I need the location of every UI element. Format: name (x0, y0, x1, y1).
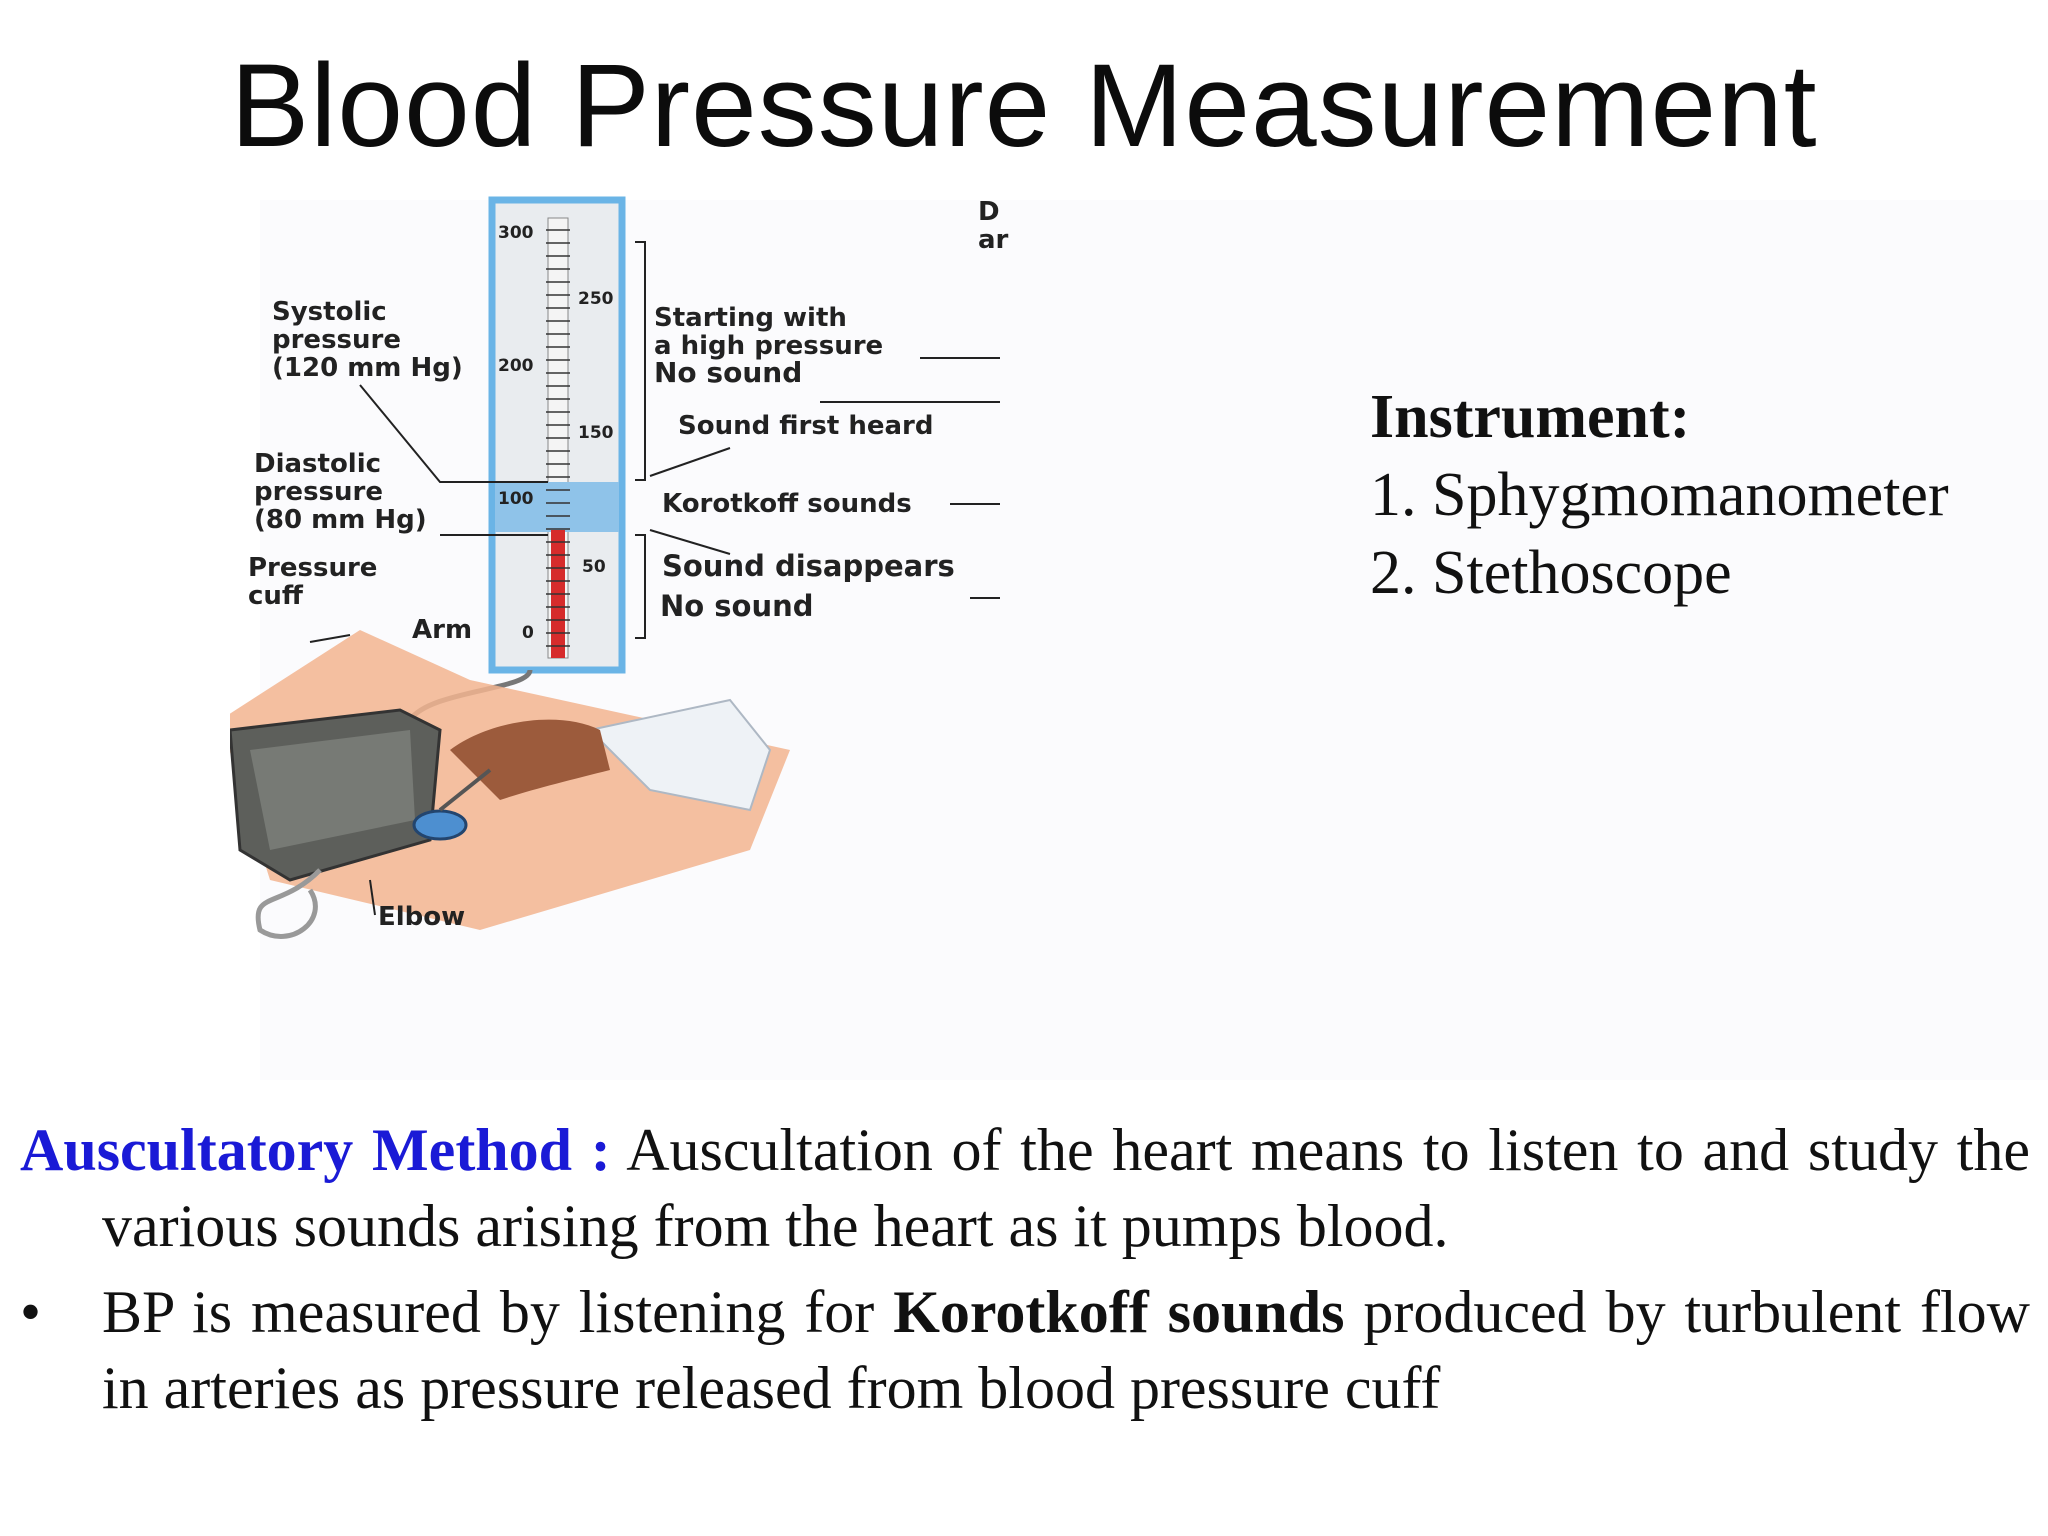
scale-label-100: 100 (498, 489, 534, 509)
diastolic-label-line1: Diastolic (254, 449, 381, 479)
scale-label-150: 150 (578, 423, 614, 443)
sphygmomanometer-diagram: 300 200 100 0 250 150 50 Systolic pressu… (220, 190, 1030, 950)
cuff-tubing-loop (255, 868, 322, 939)
instrument-heading: Instrument: (1370, 383, 1691, 451)
cuff-label-line1: Pressure (248, 553, 377, 583)
start-label-line2: a high pressure (654, 331, 883, 361)
elbow-leader (369, 879, 376, 916)
korotkoff-label: Korotkoff sounds (662, 489, 912, 519)
scale-label-0: 0 (522, 623, 534, 643)
doctor-hand (450, 719, 610, 800)
systolic-label-line1: Systolic (272, 297, 387, 327)
body-text: Auscultatory Method : Auscultation of th… (20, 1112, 2030, 1426)
bullet-symbol: • (20, 1279, 42, 1345)
systolic-label-line2: pressure (272, 325, 401, 355)
instrument-item-1: 1. Sphygmomanometer (1370, 461, 1949, 529)
instrument-list: Instrument: 1. Sphygmomanometer 2. Steth… (1370, 378, 2010, 612)
systolic-label-line3: (120 mm Hg) (272, 353, 463, 383)
scale-label-300: 300 (498, 223, 534, 243)
bullet-text-before: BP is measured by listening for (102, 1279, 894, 1345)
scale-label-200: 200 (498, 356, 534, 376)
leader-lines (309, 357, 1000, 643)
bullet-item: • BP is measured by listening for Korotk… (20, 1274, 2030, 1426)
scale-ticks (546, 229, 570, 647)
scale-label-50: 50 (582, 557, 606, 577)
auscultatory-label: Auscultatory Method : (20, 1117, 611, 1183)
diastolic-label-line3: (80 mm Hg) (254, 505, 427, 535)
no-sound-label: No sound (660, 589, 814, 623)
auscultatory-paragraph: Auscultatory Method : Auscultation of th… (20, 1112, 2030, 1264)
instrument-item-2: 2. Stethoscope (1370, 539, 1732, 607)
start-label-line1: Starting with (654, 303, 847, 333)
elbow-label: Elbow (378, 902, 465, 932)
cropped-text-line1: D (978, 197, 1000, 227)
disappears-label: Sound disappears (662, 549, 955, 583)
arm-label: Arm (412, 615, 472, 645)
auscultatory-text: Auscultation of the heart means to liste… (102, 1117, 2030, 1259)
doctor-sleeve (587, 698, 772, 812)
cropped-text-line2: ar (978, 225, 1009, 255)
scale-label-250: 250 (578, 289, 614, 309)
stethoscope-chestpiece (412, 809, 468, 841)
range-brackets (635, 241, 646, 639)
pressure-cuff-fold (250, 730, 415, 850)
diagram-svg: 300 200 100 0 250 150 50 Systolic pressu… (220, 196, 1009, 939)
start-label-line3: No sound (654, 356, 802, 389)
cuff-label-line2: cuff (248, 581, 304, 611)
stethoscope-tube (438, 768, 492, 812)
bullet-text-after: produced by turbulent flow in arteries a… (102, 1279, 2031, 1421)
slide-title: Blood Pressure Measurement (230, 40, 1818, 172)
diastolic-label-line2: pressure (254, 477, 383, 507)
bullet-text-bold: Korotkoff sounds (893, 1279, 1345, 1345)
first-heard-label: Sound first heard (678, 411, 933, 441)
